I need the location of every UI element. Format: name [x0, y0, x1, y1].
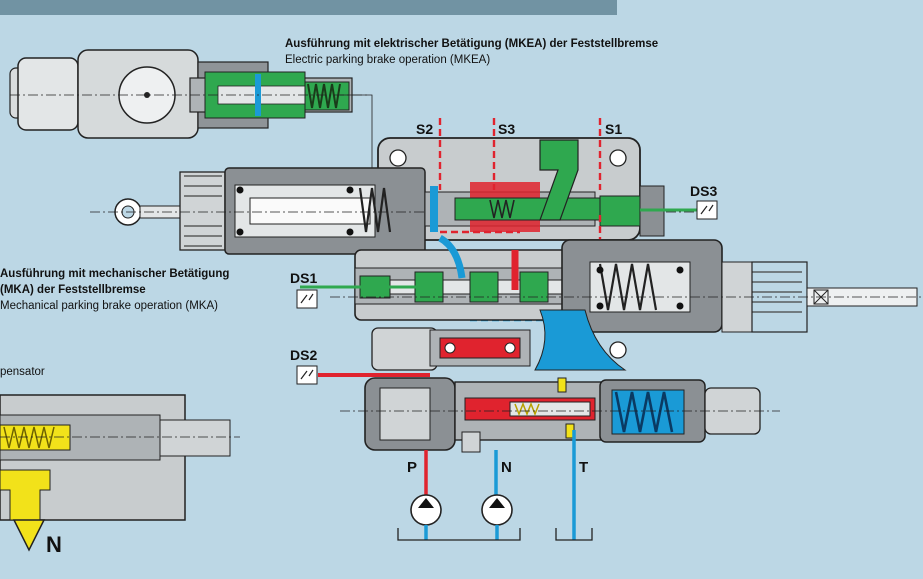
port-labels: S2 S3 S1 DS3 DS1 DS2 P N T N: [46, 121, 717, 557]
compensator-left: [0, 394, 240, 552]
header-bar: [0, 0, 617, 15]
label-t: T: [579, 459, 588, 476]
valve-block-lower: [318, 309, 780, 453]
ports-and-pumps: [397, 430, 593, 541]
caption-mka-de-2: (MKA) der Feststellbremse: [0, 284, 146, 296]
mka-mechanical-actuator: [90, 167, 700, 255]
caption-compensator: pensator: [0, 366, 45, 378]
mkea-electric-actuator: [9, 49, 373, 170]
caption-mka-de-1: Ausführung mit mechanischer Betätigung: [0, 268, 230, 280]
caption-mka-en: Mechanical parking brake operation (MKA): [0, 300, 218, 312]
pressure-switches: [296, 200, 718, 385]
label-n: N: [501, 459, 512, 476]
valve-block-middle: [300, 234, 923, 333]
caption-mkea-en: Electric parking brake operation (MKEA): [285, 54, 491, 66]
label-s2: S2: [416, 121, 433, 137]
label-n-big: N: [46, 532, 62, 557]
label-ds2: DS2: [290, 347, 317, 363]
label-ds1: DS1: [290, 270, 317, 286]
label-s3: S3: [498, 121, 515, 137]
label-ds3: DS3: [690, 183, 717, 199]
label-p: P: [407, 459, 417, 476]
green-spool-upper: [424, 139, 700, 237]
caption-mkea-de: Ausführung mit elektrischer Betätigung (…: [285, 38, 659, 50]
label-s1: S1: [605, 121, 622, 137]
